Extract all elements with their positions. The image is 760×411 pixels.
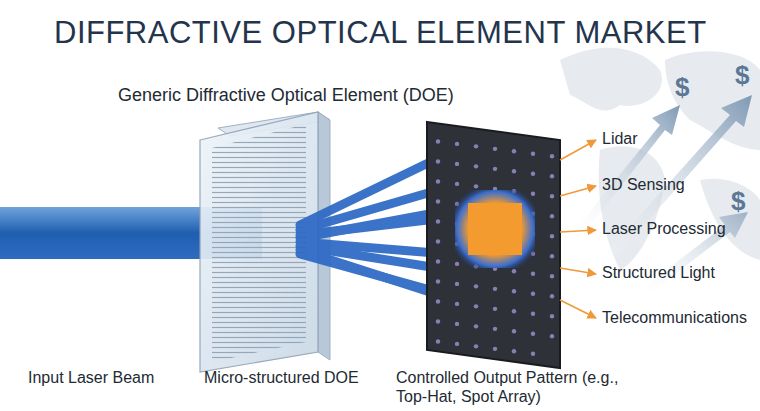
dollar-sign: $ [735,60,749,91]
application-label: Telecommunications [602,308,747,327]
dollar-sign: $ [731,186,745,217]
application-label: Laser Processing [602,219,726,238]
dollar-sign: $ [675,72,689,103]
application-label: 3D Sensing [602,175,685,194]
diagram-title: DIFFRACTIVE OPTICAL ELEMENT MARKET [54,14,707,51]
growth-arrows [575,95,752,296]
world-map [560,48,760,270]
part-label: Input Laser Beam [28,368,154,387]
doe-caption: Generic Diffractive Optical Element (DOE… [118,85,454,107]
part-label: Controlled Output Pattern (e.g., Top-Hat… [396,368,646,406]
application-label: Lidar [602,129,638,148]
part-label: Micro-structured DOE [204,368,359,387]
output-screen [427,122,560,368]
application-label: Structured Light [602,263,715,282]
application-leaders [560,140,596,318]
